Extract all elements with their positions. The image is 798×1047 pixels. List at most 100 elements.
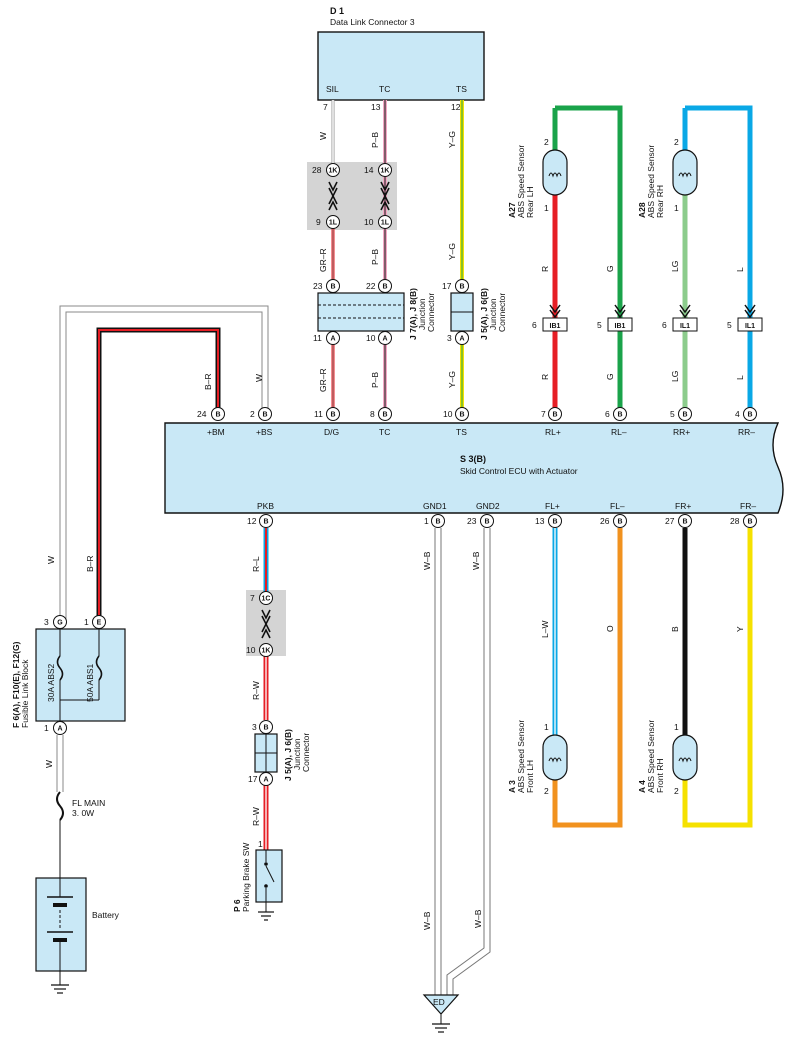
svg-text:W–B: W–B <box>473 909 483 928</box>
svg-text:1: 1 <box>674 203 679 213</box>
svg-text:10: 10 <box>246 645 256 655</box>
svg-text:1: 1 <box>544 722 549 732</box>
svg-text:Junction: Junction <box>292 738 302 770</box>
svg-text:IB1: IB1 <box>550 323 561 330</box>
battery: Battery <box>35 877 120 994</box>
junction-connector-j5-j6-upper: B 17 A 3 J 5(A), J 6(B) Junction Connect… <box>442 279 507 345</box>
svg-text:50A ABS1: 50A ABS1 <box>85 663 95 702</box>
svg-text:Junction: Junction <box>417 298 427 330</box>
svg-text:B: B <box>215 412 220 419</box>
svg-text:10: 10 <box>366 333 376 343</box>
svg-text:LG: LG <box>670 261 680 272</box>
svg-text:B: B <box>682 412 687 419</box>
dlc-pin-7: 7 <box>323 102 328 112</box>
rear-rh-sensor: 2 1 A28 ABS Speed Sensor Rear RH <box>637 137 698 218</box>
svg-text:J 5(A), J 6(B): J 5(A), J 6(B) <box>283 729 293 781</box>
wire-label-w-sil: W <box>318 132 328 140</box>
svg-text:GND1: GND1 <box>423 501 447 511</box>
svg-text:R–W: R–W <box>251 681 261 700</box>
svg-text:J 5(A), J 6(B): J 5(A), J 6(B) <box>479 288 489 340</box>
svg-text:ABS Speed Sensor: ABS Speed Sensor <box>516 145 526 218</box>
junction-1c-1k: 1C 7 1K 10 <box>246 591 273 657</box>
parking-brake-switch: 1 P 6 Parking Brake SW <box>232 839 283 921</box>
svg-text:RR–: RR– <box>738 427 755 437</box>
svg-text:+BM: +BM <box>207 427 225 437</box>
svg-text:Y: Y <box>735 626 745 632</box>
svg-text:ABS Speed Sensor: ABS Speed Sensor <box>646 720 656 793</box>
svg-text:J 7(A), J 8(B): J 7(A), J 8(B) <box>408 288 418 340</box>
junction-connector-j7-j8: B B 23 22 A A 11 10 J 7(A), J 8(B) Junct… <box>313 279 436 345</box>
svg-text:17: 17 <box>248 774 258 784</box>
ground-ed-label: ED <box>433 997 445 1007</box>
svg-text:1: 1 <box>674 722 679 732</box>
svg-text:2: 2 <box>674 786 679 796</box>
svg-text:FL MAIN: FL MAIN <box>72 798 105 808</box>
svg-text:1C: 1C <box>262 596 271 603</box>
svg-text:TC: TC <box>379 427 390 437</box>
svg-text:W: W <box>254 374 264 382</box>
svg-text:10: 10 <box>364 217 374 227</box>
svg-text:11: 11 <box>313 333 322 343</box>
svg-text:12: 12 <box>247 516 257 526</box>
svg-text:A: A <box>330 336 335 343</box>
svg-text:3. 0W: 3. 0W <box>72 808 94 818</box>
dlc-pin-13: 13 <box>371 102 381 112</box>
wire-label-pb-top: P–B <box>370 132 380 148</box>
svg-text:A: A <box>263 777 268 784</box>
wire-label-pb-bot: P–B <box>370 372 380 388</box>
svg-text:B: B <box>262 412 267 419</box>
svg-text:6: 6 <box>532 320 537 330</box>
svg-text:IL1: IL1 <box>745 323 755 330</box>
svg-text:B: B <box>552 412 557 419</box>
svg-text:27: 27 <box>665 516 675 526</box>
svg-text:B: B <box>330 284 335 291</box>
svg-text:B: B <box>459 284 464 291</box>
svg-text:7: 7 <box>541 409 546 419</box>
svg-text:Connector: Connector <box>301 733 311 772</box>
svg-text:G: G <box>57 620 63 627</box>
svg-text:1L: 1L <box>381 220 390 227</box>
svg-text:9: 9 <box>316 217 321 227</box>
wire-label-yg-mid: Y–G <box>447 243 457 260</box>
svg-text:FL–: FL– <box>610 501 625 511</box>
svg-text:IB1: IB1 <box>615 323 626 330</box>
svg-text:F 6(A), F10(E), F12(G): F 6(A), F10(E), F12(G) <box>11 641 21 728</box>
svg-text:PKB: PKB <box>257 501 274 511</box>
svg-text:2: 2 <box>250 409 255 419</box>
svg-text:11: 11 <box>314 409 323 419</box>
svg-text:B: B <box>552 519 557 526</box>
svg-text:B: B <box>617 519 622 526</box>
fl-main-fuse: FL MAIN 3. 0W <box>56 791 105 878</box>
svg-text:1K: 1K <box>381 168 390 175</box>
svg-text:B–R: B–R <box>203 373 213 390</box>
svg-text:Front RH: Front RH <box>655 759 665 793</box>
svg-text:L: L <box>735 267 745 272</box>
dlc-term-tc: TC <box>379 84 390 94</box>
rear-inline-connectors: IB1 6 IB1 5 IL1 6 IL1 5 <box>532 304 763 332</box>
svg-text:B: B <box>263 519 268 526</box>
svg-text:R–W: R–W <box>251 807 261 826</box>
svg-text:ABS Speed Sensor: ABS Speed Sensor <box>516 720 526 793</box>
svg-text:P 6: P 6 <box>232 899 242 912</box>
svg-text:1K: 1K <box>262 648 271 655</box>
wire-label-pb-mid: P–B <box>370 249 380 265</box>
svg-text:B: B <box>459 412 464 419</box>
svg-text:1L: 1L <box>329 220 338 227</box>
svg-text:R–L: R–L <box>251 556 261 572</box>
svg-text:FR–: FR– <box>740 501 756 511</box>
dlc-pin-12: 12 <box>451 102 461 112</box>
svg-text:A: A <box>459 336 464 343</box>
svg-text:22: 22 <box>366 281 376 291</box>
svg-text:O: O <box>605 625 615 632</box>
svg-text:5: 5 <box>670 409 675 419</box>
svg-text:ABS Speed Sensor: ABS Speed Sensor <box>646 145 656 218</box>
fusible-link-block: G 3 E 1 30A ABS2 50A ABS1 A 1 F 6(A), F1… <box>11 615 126 735</box>
svg-text:A 3: A 3 <box>507 780 517 793</box>
svg-text:3: 3 <box>252 722 257 732</box>
svg-text:Fusible Link Block: Fusible Link Block <box>20 659 30 728</box>
ecu-bottom-pins: PKB B 12 GND1 B 1 GND2 B 23 FL+ B 13 FL–… <box>247 501 757 528</box>
svg-text:FR+: FR+ <box>675 501 691 511</box>
svg-text:G: G <box>605 265 615 272</box>
svg-text:Connector: Connector <box>497 293 507 332</box>
